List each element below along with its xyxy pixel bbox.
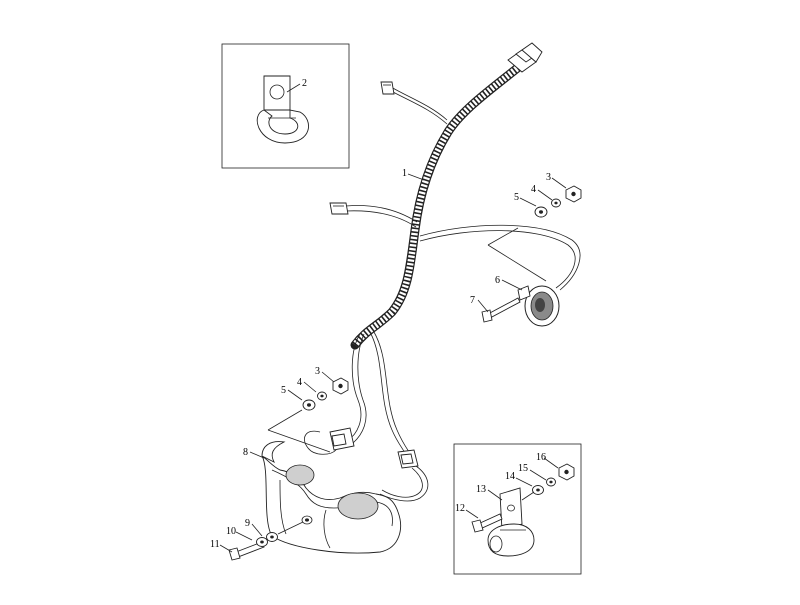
callout-4-upper: 4	[531, 184, 536, 195]
washer-9	[266, 532, 278, 542]
leader-lines	[219, 173, 567, 553]
callout-14: 14	[505, 471, 515, 482]
connector-lower-right	[379, 449, 429, 502]
callout-1: 1	[402, 168, 407, 179]
inset-bracket-detail	[453, 443, 582, 575]
callout-7: 7	[470, 295, 475, 306]
lock-washer-upper	[551, 198, 561, 208]
callout-6: 6	[495, 275, 500, 286]
connector-lower-left	[304, 427, 355, 455]
light-assembly	[228, 377, 401, 561]
wire-harness	[304, 42, 581, 502]
callout-11: 11	[210, 539, 220, 550]
callout-13: 13	[476, 484, 486, 495]
washer-upper	[534, 206, 548, 218]
callout-5-lower: 5	[281, 385, 286, 396]
inset-clamp-detail	[221, 43, 350, 169]
callout-4-lower: 4	[297, 377, 302, 388]
washer-10	[256, 537, 268, 547]
horn-assembly	[481, 185, 582, 327]
callout-labels: 1 2 3 4 5 6 7 3 4 5 8 9 10 11 12 13 14 1…	[210, 78, 551, 550]
nut-upper	[565, 185, 582, 203]
horn	[517, 285, 560, 327]
callout-15: 15	[518, 463, 528, 474]
nut-lower	[332, 377, 349, 395]
light-housing	[261, 441, 401, 554]
callout-9: 9	[245, 518, 250, 529]
bolt-upper	[481, 297, 521, 323]
callout-3-upper: 3	[546, 172, 551, 183]
callout-12: 12	[455, 503, 465, 514]
callout-10: 10	[226, 526, 236, 537]
callout-8: 8	[243, 447, 248, 458]
callout-2: 2	[302, 78, 307, 89]
callout-16: 16	[536, 452, 546, 463]
small-connector-upper	[380, 81, 395, 95]
washer-lower	[302, 399, 316, 411]
callout-3-lower: 3	[315, 366, 320, 377]
small-connector-left	[329, 202, 349, 215]
callout-5-upper: 5	[514, 192, 519, 203]
top-connector	[507, 42, 543, 73]
bolt-lower	[228, 541, 265, 561]
lock-washer-lower	[317, 391, 327, 401]
